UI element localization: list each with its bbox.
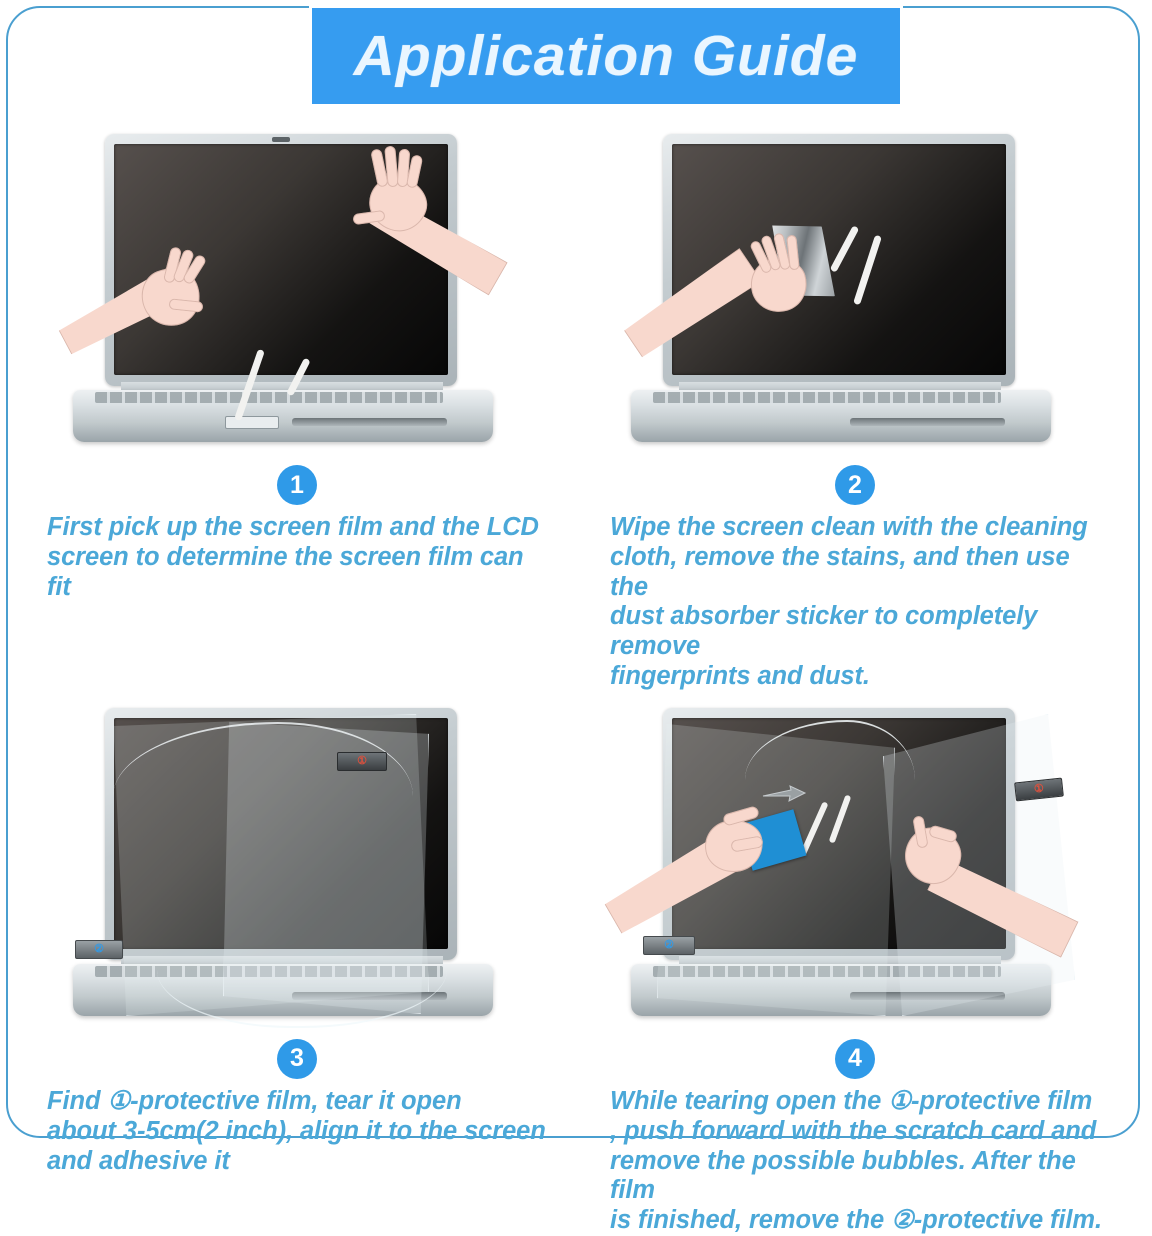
caption-line: While tearing open the ①-protective film bbox=[610, 1086, 1093, 1115]
step-1-illustration bbox=[47, 118, 547, 463]
caption-line: remove the possible bubbles. After the f… bbox=[610, 1146, 1076, 1205]
step-4-illustration: ① ② bbox=[605, 692, 1105, 1037]
film-tab-2: ② bbox=[643, 935, 695, 955]
film-tab-1-label: ① bbox=[1033, 782, 1045, 796]
caption-line: dust absorber sticker to completely remo… bbox=[610, 602, 1038, 661]
laptop-front-slot bbox=[850, 418, 1005, 426]
page-title: Application Guide bbox=[353, 23, 859, 88]
laptop-lid bbox=[105, 707, 457, 960]
steps-grid: 1 First pick up the screen film and the … bbox=[18, 118, 1134, 1234]
caption-line: about 3-5cm(2 inch), align it to the scr… bbox=[47, 1116, 546, 1145]
laptop-keyboard bbox=[95, 392, 443, 403]
step-2-caption: Wipe the screen clean with the cleaning … bbox=[600, 513, 1110, 692]
step-2: 2 Wipe the screen clean with the cleanin… bbox=[576, 118, 1134, 692]
laptop-illustration bbox=[605, 118, 1105, 463]
film-tab-2-label: ② bbox=[664, 938, 674, 951]
webcam-icon bbox=[272, 137, 290, 142]
laptop-keyboard bbox=[653, 965, 1001, 977]
step-1-caption: First pick up the screen film and the LC… bbox=[47, 513, 547, 602]
step-3-illustration: ① ② bbox=[47, 692, 547, 1037]
step-4-caption: While tearing open the ①-protective film… bbox=[600, 1087, 1110, 1236]
film-tab-2-label: ② bbox=[94, 942, 104, 955]
caption-line: and adhesive it bbox=[47, 1146, 230, 1175]
film-peel-curve bbox=[745, 719, 915, 780]
film-tab-1-label: ① bbox=[357, 754, 367, 767]
step-3-caption: Find ①-protective film, tear it open abo… bbox=[47, 1087, 547, 1176]
laptop-front-slot bbox=[292, 418, 447, 426]
step-number-badge: 4 bbox=[835, 1038, 875, 1079]
push-direction-arrow bbox=[762, 785, 807, 802]
film-tab-2: ② bbox=[75, 939, 123, 959]
step-number-badge: 2 bbox=[835, 465, 875, 505]
caption-line: , push forward with the scratch card and bbox=[610, 1116, 1097, 1145]
caption-line: First pick up the screen film and the LC… bbox=[47, 513, 539, 541]
caption-line: Find ①-protective film, tear it open bbox=[47, 1086, 462, 1115]
title-banner: Application Guide bbox=[312, 8, 900, 104]
laptop-front-slot bbox=[850, 991, 1005, 1000]
step-2-illustration bbox=[605, 118, 1105, 463]
laptop-keyboard bbox=[653, 392, 1001, 403]
film-bottom-curl bbox=[157, 970, 447, 1028]
step-number-badge: 3 bbox=[277, 1038, 317, 1079]
caption-line: Wipe the screen clean with the cleaning bbox=[610, 513, 1088, 541]
step-number-badge: 1 bbox=[277, 465, 317, 505]
step-1: 1 First pick up the screen film and the … bbox=[18, 118, 576, 692]
step-4: ① ② 4 While tearing open the ①-protectiv… bbox=[576, 692, 1134, 1236]
laptop-illustration bbox=[47, 692, 547, 1037]
laptop-screen bbox=[114, 717, 448, 949]
caption-line: cloth, remove the stains, and then use t… bbox=[610, 542, 1070, 601]
caption-line: screen to determine the screen film can … bbox=[47, 542, 524, 601]
caption-line: is finished, remove the ②-protective fil… bbox=[610, 1206, 1102, 1235]
laptop-illustration bbox=[47, 118, 547, 463]
step-3: ① ② 3 Find ①-protective film, tear it op… bbox=[18, 692, 576, 1236]
film-tab-1: ① bbox=[337, 751, 387, 771]
trackpad-button bbox=[225, 416, 279, 429]
caption-line: fingerprints and dust. bbox=[610, 662, 870, 691]
